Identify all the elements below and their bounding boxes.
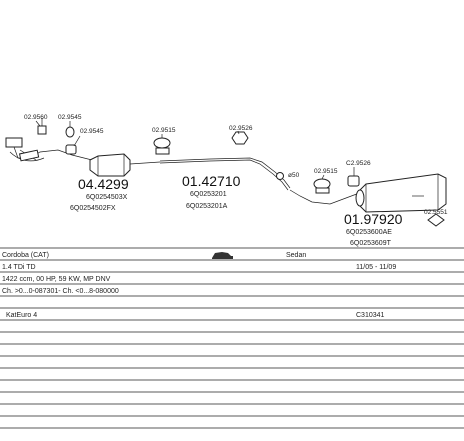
part-ref: 6Q0253609T	[350, 240, 392, 247]
emission-standard: KatEuro 4	[6, 312, 37, 319]
rear-silencer	[289, 173, 447, 213]
part-ref: 6Q0254502FX	[70, 205, 116, 212]
part-ref: 6Q0254503X	[86, 194, 128, 201]
hardware-ring-seal	[276, 172, 284, 180]
part-ref: 6Q0253201	[190, 191, 227, 198]
middle-pipe	[159, 157, 291, 191]
hardware-clamp-1	[37, 118, 47, 135]
tag-label: 02.9526	[229, 125, 253, 132]
hardware-clamp-3	[313, 178, 331, 194]
production-years: 11/05 - 11/09	[356, 264, 396, 271]
tag-label: 02.9515	[152, 127, 176, 134]
tag-label: C2.9526	[346, 160, 371, 167]
part-number: 01.42710	[182, 173, 241, 189]
chassis-range: Ch. >0...0-087301- Ch. <0...8-080000	[2, 288, 119, 295]
hardware-hanger-2	[231, 131, 249, 145]
hardware-hanger-1	[65, 144, 77, 155]
tag-label: 02.9545	[58, 114, 82, 121]
hardware-hanger-3	[347, 175, 360, 187]
tag-label: 02.9560	[24, 114, 48, 121]
tag-label: 02.9545	[80, 128, 104, 135]
catalog-code: C310341	[356, 312, 385, 319]
front-pipe	[5, 137, 93, 162]
tag-label: 02.9515	[314, 168, 338, 175]
catalytic-converter	[89, 153, 161, 177]
vehicle-info-table	[0, 247, 464, 429]
tag-label: 02.5551	[424, 209, 448, 216]
part-ref: 6Q0253201A	[186, 203, 228, 210]
hardware-hanger-4	[427, 213, 445, 227]
hardware-gasket-1	[65, 126, 75, 138]
body-style: Sedan	[286, 252, 306, 259]
engine: 1.4 TDi TD	[2, 264, 36, 271]
hardware-clamp-2	[153, 137, 171, 155]
car-body-icon	[212, 252, 233, 259]
part-number: 01.97920	[344, 211, 403, 227]
part-ref: 6Q0253600AE	[346, 229, 392, 236]
vehicle-model: Cordoba (CAT)	[2, 252, 49, 259]
part-number: 04.4299	[78, 176, 129, 192]
tag-label: ø50	[288, 172, 300, 179]
engine-spec: 1422 ccm, 00 HP, 59 KW, MP DNV	[2, 276, 111, 283]
